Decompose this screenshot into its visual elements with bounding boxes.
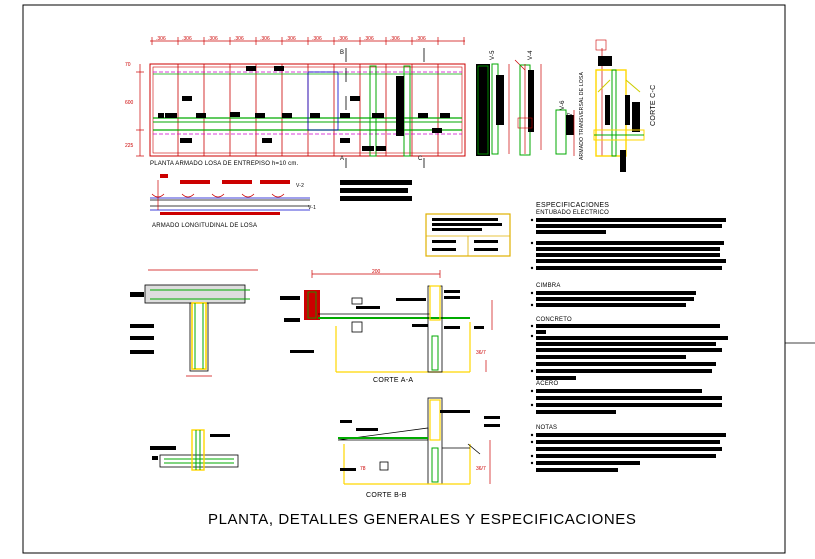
section-b-b: [337, 397, 500, 485]
transverse-label: ARMADO TRANSVERSAL DE LOSA: [579, 71, 585, 160]
dim-top-11: .306: [416, 36, 426, 42]
longitudinal-title: ARMADO LONGITUDINAL DE LOSA: [152, 223, 258, 229]
dim-top-7: .306: [312, 36, 322, 42]
longitudinal-rebar: [150, 174, 310, 215]
dim-left-bot: 225: [125, 143, 134, 149]
beam-v6: V-6: [560, 100, 566, 110]
dim-top-2: .306: [182, 36, 192, 42]
dim-top-4: .306: [234, 36, 244, 42]
specs-notas: NOTAS: [536, 425, 558, 431]
cut-label-a: A: [340, 156, 345, 162]
section-a-a: [280, 270, 493, 373]
plan-title: PLANTA ARMADO LOSA DE ENTREPISO h=10 cm.: [150, 161, 299, 167]
cut-label-b-top: B: [340, 50, 345, 56]
section-c-c: [593, 39, 645, 172]
specs-concreto: CONCRETO: [536, 317, 572, 323]
dim-top-8: .306: [338, 36, 348, 42]
beam-v4: V-4: [528, 50, 534, 60]
dim-top-10: .306: [390, 36, 400, 42]
dim-left-mid: 600: [125, 100, 134, 106]
specs-acero: ACERO: [536, 381, 559, 387]
detail-small: [150, 429, 239, 471]
specs-heading: ESPECIFICACIONES: [536, 202, 610, 209]
corte-a-label: CORTE A-A: [373, 377, 414, 384]
corte-b-label: CORTE B-B: [366, 492, 407, 499]
beam-label-v1: V-1: [308, 205, 317, 211]
beam-v5: V-5: [490, 50, 496, 60]
legend-table: [425, 213, 511, 257]
beam-v7: V-7: [568, 112, 574, 122]
beam-sections: [476, 59, 575, 156]
dim-corte-a-side: 36/7: [476, 350, 486, 356]
sheet-title: PLANTA, DETALLES GENERALES Y ESPECIFICAC…: [208, 511, 637, 528]
dim-corte-b: 78: [360, 466, 366, 472]
dim-top-6: .306: [286, 36, 296, 42]
specs-entubado: ENTUBADO ELECTRICO: [536, 210, 609, 216]
dim-left-top: 70: [125, 62, 131, 68]
dim-corte-a: 200: [372, 269, 381, 275]
dim-top-9: .306: [364, 36, 374, 42]
cut-label-c: C: [418, 156, 423, 162]
detail-column-joint: [130, 269, 258, 377]
dim-top-3: .306: [208, 36, 218, 42]
dim-top-5: .306: [260, 36, 270, 42]
specs-cimbra: CIMBRA: [536, 283, 561, 289]
corte-c-label: CORTE C-C: [650, 84, 657, 126]
specifications-list: [530, 218, 728, 472]
plan-notes: [340, 180, 412, 201]
dim-corte-b-side: 36/7: [476, 466, 486, 472]
slab-plan: [136, 37, 466, 168]
sheet-border: [22, 4, 786, 554]
beam-label-v2: V-2: [296, 183, 305, 189]
dim-top-1: .306: [156, 36, 166, 42]
